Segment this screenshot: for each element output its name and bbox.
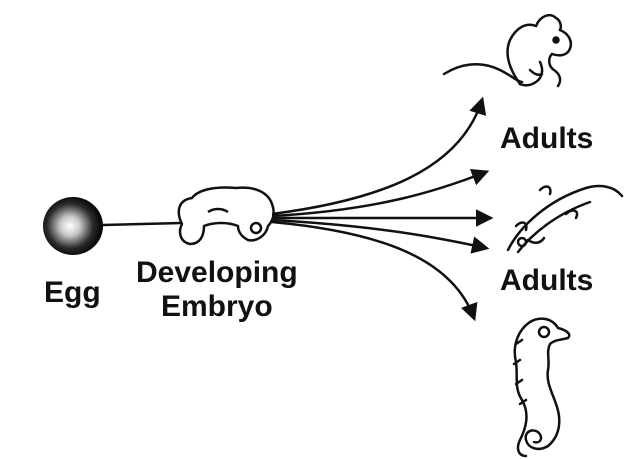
seahorse-icon [512, 317, 571, 458]
embryo-label-line1: Developing [136, 256, 298, 289]
adults-mid-label: Adults [500, 264, 594, 297]
embryo-label: Developing Embryo [136, 256, 298, 324]
egg-label: Egg [44, 276, 101, 309]
arrow-lower-mid [271, 218, 490, 254]
embryo-icon [177, 186, 275, 246]
arrow-to-seahorse [271, 220, 478, 322]
development-arrows [271, 96, 494, 322]
salamander-icon [506, 184, 624, 254]
egg-to-embryo-line [102, 221, 183, 227]
mouse-icon [442, 14, 572, 88]
adults-top-label: Adults [500, 122, 594, 155]
embryo-label-line2: Embryo [161, 290, 273, 323]
egg-icon [43, 197, 103, 255]
arrow-upper-mid [271, 168, 490, 218]
arrow-to-mouse [271, 96, 487, 216]
